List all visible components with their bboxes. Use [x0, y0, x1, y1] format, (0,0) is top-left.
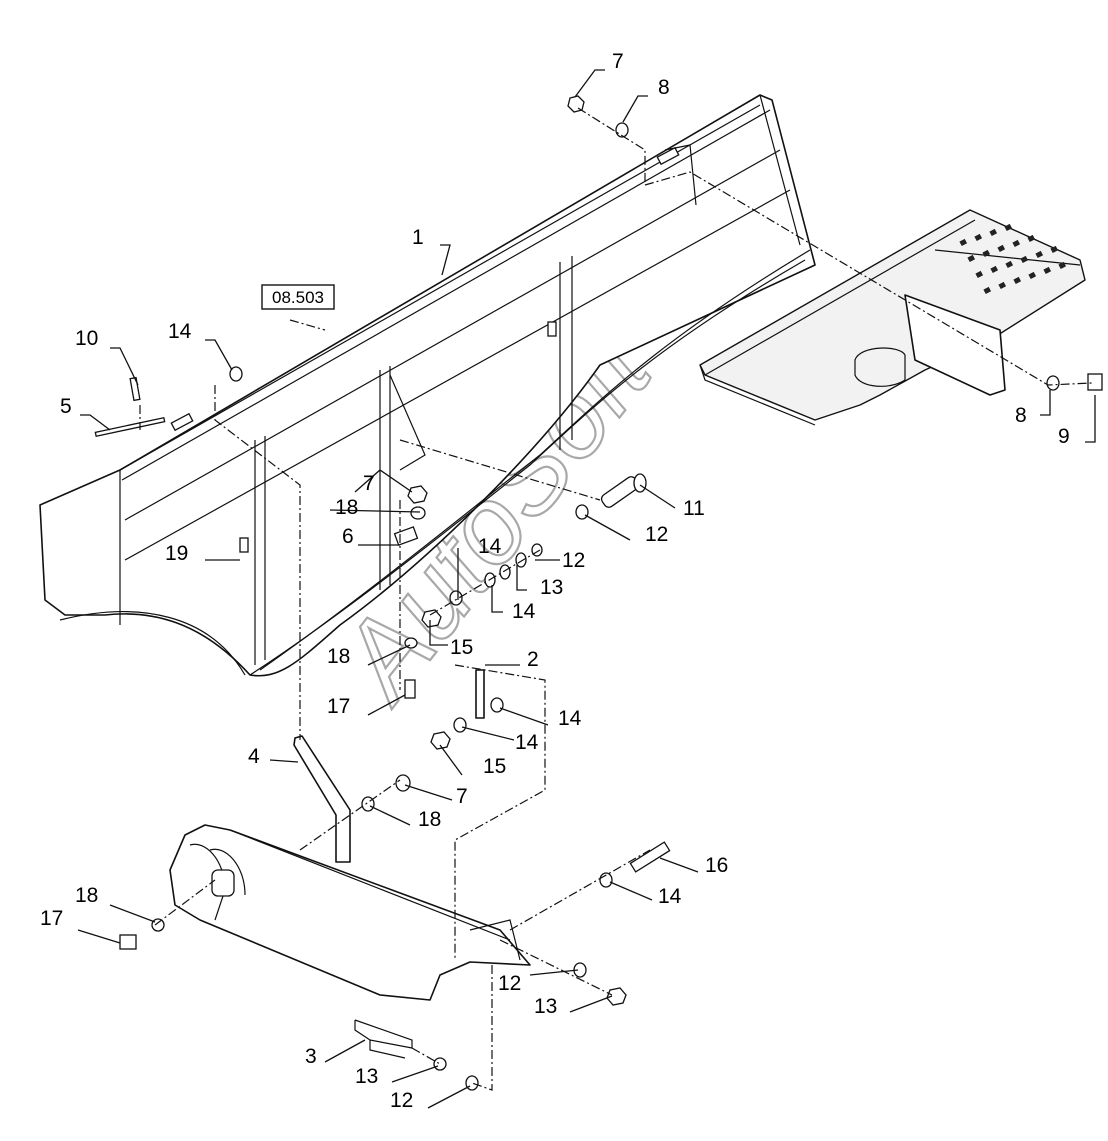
callout-7: 7	[456, 785, 468, 808]
callout-6: 6	[342, 525, 354, 548]
callout-18: 18	[418, 808, 441, 831]
assembly-lines	[139, 107, 1093, 1091]
callout-7: 7	[612, 50, 624, 73]
callout-8: 8	[1015, 404, 1027, 427]
handle	[354, 1019, 413, 1059]
callout-12: 12	[390, 1089, 413, 1112]
callout-13: 13	[355, 1065, 378, 1088]
callout-17: 17	[40, 907, 63, 930]
callout-14: 14	[168, 320, 192, 343]
callout-13: 13	[534, 995, 557, 1018]
callout-14: 14	[558, 707, 582, 730]
callout-labels: 7 8 1 10 14 5 19 7 18 6 14 12 13 14 15 1…	[40, 50, 1070, 1112]
callout-8: 8	[658, 76, 670, 99]
leader-lines	[77, 69, 1096, 1109]
callout-18: 18	[75, 884, 98, 907]
callout-7: 7	[363, 472, 375, 495]
callout-14: 14	[478, 535, 502, 558]
callout-12: 12	[645, 523, 668, 546]
callout-13: 13	[540, 576, 563, 599]
reference-box-label: 08.503	[272, 288, 324, 307]
callout-18: 18	[335, 496, 358, 519]
callout-14: 14	[658, 885, 682, 908]
callout-2: 2	[527, 648, 539, 671]
callout-12: 12	[562, 549, 585, 572]
link-arm	[293, 735, 351, 863]
callout-10: 10	[75, 327, 98, 350]
callout-9: 9	[1058, 425, 1070, 448]
callout-12: 12	[498, 972, 521, 995]
callout-1: 1	[412, 226, 424, 249]
callout-5: 5	[60, 395, 72, 418]
callout-14: 14	[515, 731, 539, 754]
lower-flap	[169, 824, 531, 1001]
callout-3: 3	[305, 1045, 317, 1068]
callout-19: 19	[165, 542, 188, 565]
callout-17: 17	[327, 695, 350, 718]
side-panel	[39, 94, 816, 677]
callout-11: 11	[683, 497, 705, 520]
step-bracket	[699, 209, 1086, 426]
reference-box: 08.503	[261, 284, 335, 310]
callout-4: 4	[248, 745, 260, 768]
callout-15: 15	[483, 755, 506, 778]
callout-15: 15	[450, 636, 473, 659]
step-plate-holes	[959, 223, 1067, 295]
callout-14: 14	[512, 600, 536, 623]
callout-18: 18	[327, 645, 350, 668]
rod	[475, 669, 485, 719]
callout-16: 16	[705, 854, 728, 877]
